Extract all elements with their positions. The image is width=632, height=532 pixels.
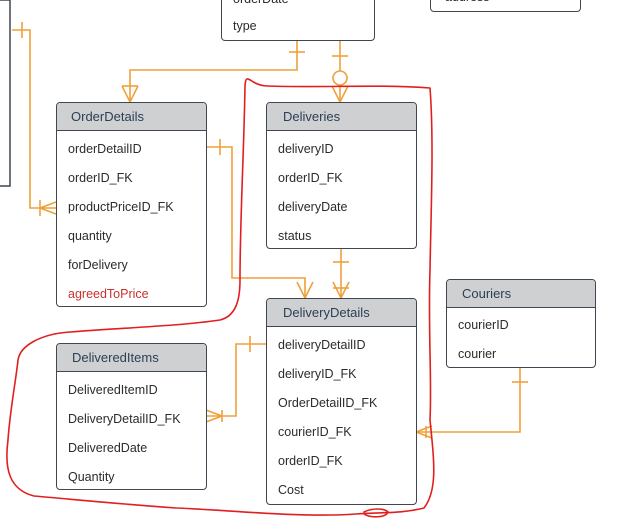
field-for-delivery: forDelivery: [68, 258, 128, 272]
zero-circle: [332, 70, 348, 86]
entity-deliveries[interactable]: Deliveries deliveryID orderID_FK deliver…: [266, 102, 417, 249]
field-order-id-fk: orderID_FK: [278, 454, 343, 468]
annotation-scribble-outline: [6, 78, 435, 516]
entity-title: DeliveryDetails: [267, 299, 416, 327]
relationship-lines: [12, 22, 528, 439]
field-delivery-date: deliveryDate: [278, 200, 348, 214]
entity-couriers[interactable]: Couriers courierID courier: [446, 279, 596, 368]
field-quantity: Quantity: [68, 470, 115, 484]
entity-title: DeliveredItems: [57, 344, 206, 372]
field-order-id-fk: orderID_FK: [278, 171, 343, 185]
entity-title: OrderDetails: [57, 103, 206, 131]
field-courier-id-fk: courierID_FK: [278, 425, 352, 439]
field-delivery-detail-id: deliveryDetailID: [278, 338, 366, 352]
relation-orderdetails-to-deliverydetails: [206, 146, 306, 298]
field-order-detail-id-fk: OrderDetailID_FK: [278, 396, 378, 410]
field-product-price-id-fk: productPriceID_FK: [68, 200, 174, 214]
entity-orders-partial[interactable]: orderDate type: [221, 0, 375, 41]
field-address: address: [431, 0, 580, 11]
entity-order-details[interactable]: OrderDetails orderDetailID orderID_FK pr…: [56, 102, 207, 307]
field-status: status: [278, 229, 312, 243]
entity-top-right-partial[interactable]: address: [430, 0, 581, 12]
field-courier: courier: [458, 347, 497, 361]
field-delivered-date: DeliveredDate: [68, 441, 148, 455]
field-quantity: quantity: [68, 229, 112, 243]
field-courier-id: courierID: [458, 318, 509, 332]
field-delivered-item-id: DeliveredItemID: [68, 383, 158, 397]
red-annotations: [6, 78, 435, 518]
annotation-scribble-knot: [363, 508, 389, 518]
field-delivery-detail-id-fk: DeliveryDetailID_FK: [68, 412, 181, 426]
partial-left-entity-edge: [0, 0, 11, 187]
entity-delivery-details[interactable]: DeliveryDetails deliveryDetailID deliver…: [266, 298, 417, 505]
entity-title: Couriers: [447, 280, 595, 308]
relation-orders-to-orderdetails: [129, 40, 298, 102]
relation-left-to-orderdetails: [12, 29, 56, 209]
entity-delivered-items[interactable]: DeliveredItems DeliveredItemID DeliveryD…: [56, 343, 207, 490]
field-type: type: [233, 19, 257, 33]
field-orderdate: orderDate: [222, 0, 374, 12]
field-delivery-id: deliveryID: [278, 142, 334, 156]
relation-couriers-to-deliverydetails: [416, 368, 521, 433]
field-agreed-to-price: agreedToPrice: [68, 287, 149, 301]
crowfoot-orderdetails-left: [37, 201, 57, 215]
field-cost: Cost: [278, 483, 304, 497]
entity-title: Deliveries: [267, 103, 416, 131]
relation-deliverydetails-to-delivereditems: [206, 343, 266, 417]
field-order-id-fk: orderID_FK: [68, 171, 133, 185]
field-delivery-id-fk: deliveryID_FK: [278, 367, 357, 381]
field-order-detail-id: orderDetailID: [68, 142, 142, 156]
